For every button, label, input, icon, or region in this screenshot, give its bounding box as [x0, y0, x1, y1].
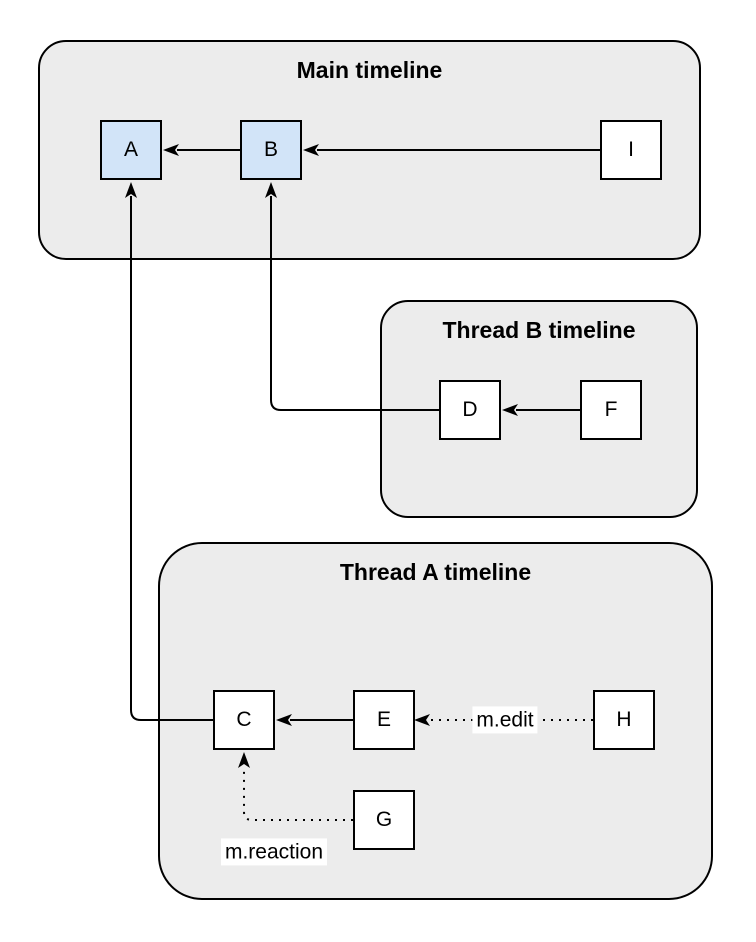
group-thread-b-timeline: Thread B timeline — [380, 300, 698, 518]
node-a: A — [100, 120, 162, 180]
edge-label-m-edit: m.edit — [472, 706, 538, 734]
node-e: E — [353, 690, 415, 750]
node-d: D — [439, 380, 501, 440]
group-thread-b-timeline-title: Thread B timeline — [442, 317, 636, 343]
edge-label-m-reaction: m.reaction — [220, 838, 328, 866]
node-c: C — [213, 690, 275, 750]
node-f: F — [580, 380, 642, 440]
group-thread-a-timeline-title: Thread A timeline — [339, 559, 532, 585]
node-i: I — [600, 120, 662, 180]
node-h: H — [593, 690, 655, 750]
node-g: G — [353, 790, 415, 850]
node-b: B — [240, 120, 302, 180]
group-main-timeline-title: Main timeline — [296, 57, 443, 83]
